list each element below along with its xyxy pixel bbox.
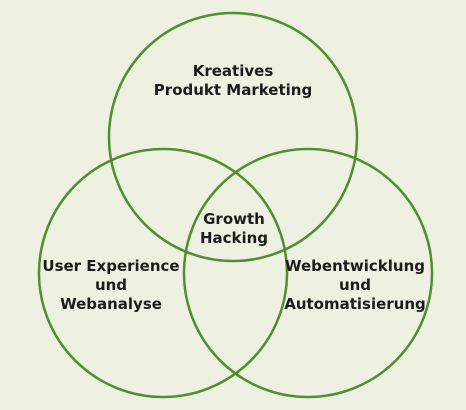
label-kreatives-produkt-marketing: Kreatives Produkt Marketing bbox=[133, 62, 333, 100]
label-top-line-2: Produkt Marketing bbox=[153, 81, 313, 99]
label-right-line-3: Automatisierung bbox=[284, 295, 426, 313]
label-right-line-2: und bbox=[338, 276, 372, 294]
label-left-line-1: User Experience bbox=[42, 257, 180, 275]
label-top-line-1: Kreatives bbox=[192, 62, 274, 80]
label-right-line-1: Webentwicklung bbox=[284, 257, 426, 275]
label-center-line-1: Growth bbox=[203, 210, 265, 228]
label-left-line-3: Webanalyse bbox=[60, 295, 162, 313]
label-webentwicklung-automatisierung: Webentwicklung und Automatisierung bbox=[270, 257, 440, 314]
label-center-line-2: Hacking bbox=[199, 229, 269, 247]
circle-top bbox=[107, 11, 359, 263]
label-left-line-2: und bbox=[94, 276, 128, 294]
circle-left bbox=[37, 147, 289, 399]
circle-right bbox=[182, 147, 434, 399]
label-user-experience-webanalyse: User Experience und Webanalyse bbox=[26, 257, 196, 314]
label-growth-hacking: Growth Hacking bbox=[184, 210, 284, 248]
